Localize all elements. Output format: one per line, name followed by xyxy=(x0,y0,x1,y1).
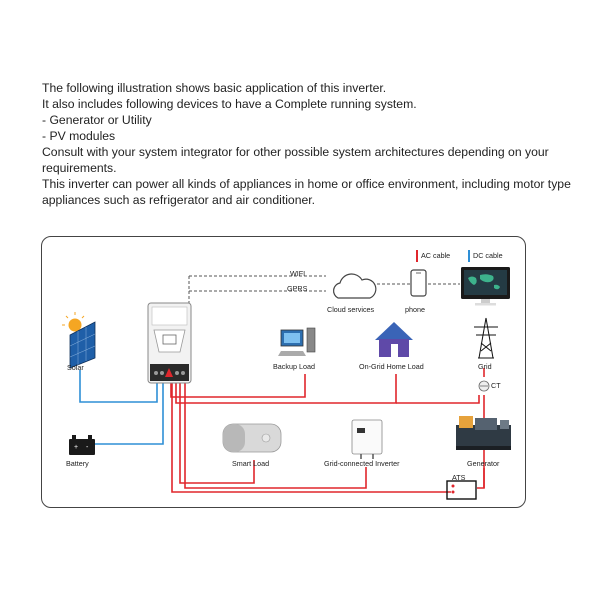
phone-label: phone xyxy=(405,305,425,314)
smart-load-label: Smart Load xyxy=(232,459,270,468)
on-grid-home-load-label: On-Grid Home Load xyxy=(359,362,424,371)
cloud-services-label: Cloud services xyxy=(327,305,375,314)
grid-connected-inverter-label: Grid-connected Inverter xyxy=(324,459,400,468)
backup-load-cable xyxy=(170,374,306,398)
phone-icon xyxy=(410,269,427,297)
svg-text:-: - xyxy=(86,444,89,451)
house-icon xyxy=(375,322,413,357)
ats-cable xyxy=(171,383,451,493)
ct-sensor-icon xyxy=(478,380,490,392)
ct-label: CT xyxy=(491,381,501,390)
solar-label: Solar xyxy=(67,363,84,372)
intro-line-5: Consult with your system integrator for … xyxy=(42,145,549,175)
monitor-icon xyxy=(461,267,510,306)
legend-ac-label: AC cable xyxy=(421,251,451,260)
battery-icon: + - xyxy=(69,435,95,455)
intro-line-4: - PV modules xyxy=(42,129,116,143)
ats-switch xyxy=(446,480,477,500)
gprs-label: GPRS xyxy=(287,284,308,293)
ats-label: ATS xyxy=(452,473,466,482)
power-pylon-icon xyxy=(474,317,498,359)
solar-dc-cable xyxy=(79,370,158,403)
grid-inverter-icon xyxy=(351,419,383,459)
smart-load-cable xyxy=(179,383,255,484)
cloud-icon xyxy=(332,273,377,299)
hybrid-inverter xyxy=(147,302,192,384)
diagram-frame xyxy=(41,236,526,508)
generator-icon xyxy=(456,416,511,450)
generator-label: Generator xyxy=(467,459,500,468)
grid-inverter-cable xyxy=(184,383,367,489)
intro-line-2: It also includes following devices to ha… xyxy=(42,97,417,111)
generator-cable xyxy=(477,468,485,489)
solar-panel-icon xyxy=(62,312,96,369)
intro-line-1: The following illustration shows basic a… xyxy=(42,81,387,95)
intro-line-3: - Generator or Utility xyxy=(42,113,152,127)
battery-label: Battery xyxy=(66,459,89,468)
svg-text:+: + xyxy=(74,444,78,451)
wifi-label: WIFI xyxy=(290,269,306,278)
home-load-cable xyxy=(396,395,480,404)
computer-icon xyxy=(278,327,316,356)
legend-dc-label: DC cable xyxy=(473,251,503,260)
intro-text: The following illustration shows basic a… xyxy=(42,80,582,208)
backup-load-label: Backup Load xyxy=(273,362,315,371)
battery-dc-cable xyxy=(95,383,164,445)
intro-line-6: This inverter can power all kinds of app… xyxy=(42,177,571,207)
water-heater-icon xyxy=(222,423,282,453)
grid-label: Grid xyxy=(478,362,492,371)
